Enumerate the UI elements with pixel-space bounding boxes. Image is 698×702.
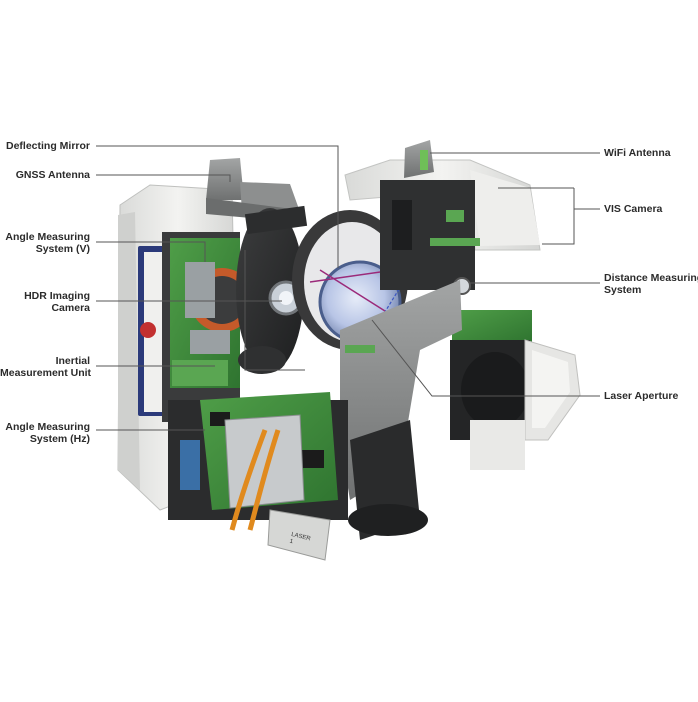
label-angle-measuring-hz: Angle Measuring System (Hz) xyxy=(5,421,90,445)
label-wifi-antenna: WiFi Antenna xyxy=(604,147,671,159)
right-housing xyxy=(344,159,541,302)
lower-electronics xyxy=(168,392,348,561)
label-gnss-antenna: GNSS Antenna xyxy=(15,169,90,181)
label-inertial-measurement-unit: Inertial Measurement Unit xyxy=(0,355,92,379)
label-vis-camera: VIS Camera xyxy=(604,203,663,215)
right-lower-internals xyxy=(450,310,581,470)
wifi-antenna-unit xyxy=(404,140,434,178)
leader-vis-camera-top xyxy=(542,188,575,245)
label-deflecting-mirror: Deflecting Mirror xyxy=(5,140,90,152)
leader-laser-aperture xyxy=(371,319,600,397)
leader-gnss-antenna xyxy=(96,174,231,182)
gnss-antenna-unit xyxy=(206,158,300,222)
leader-lines xyxy=(96,145,600,431)
label-hdr-imaging-camera: HDR Imaging Camera xyxy=(24,290,90,314)
leader-deflecting-mirror xyxy=(96,145,339,268)
label-distance-measuring-system: Distance Measuring System xyxy=(604,272,698,296)
leader-hdr-bracket xyxy=(244,250,305,371)
center-yoke xyxy=(340,280,462,540)
label-angle-measuring-v: Angle Measuring System (V) xyxy=(5,231,90,255)
leader-angle-measuring-v xyxy=(96,241,206,262)
label-laser-aperture: Laser Aperture xyxy=(604,390,679,402)
